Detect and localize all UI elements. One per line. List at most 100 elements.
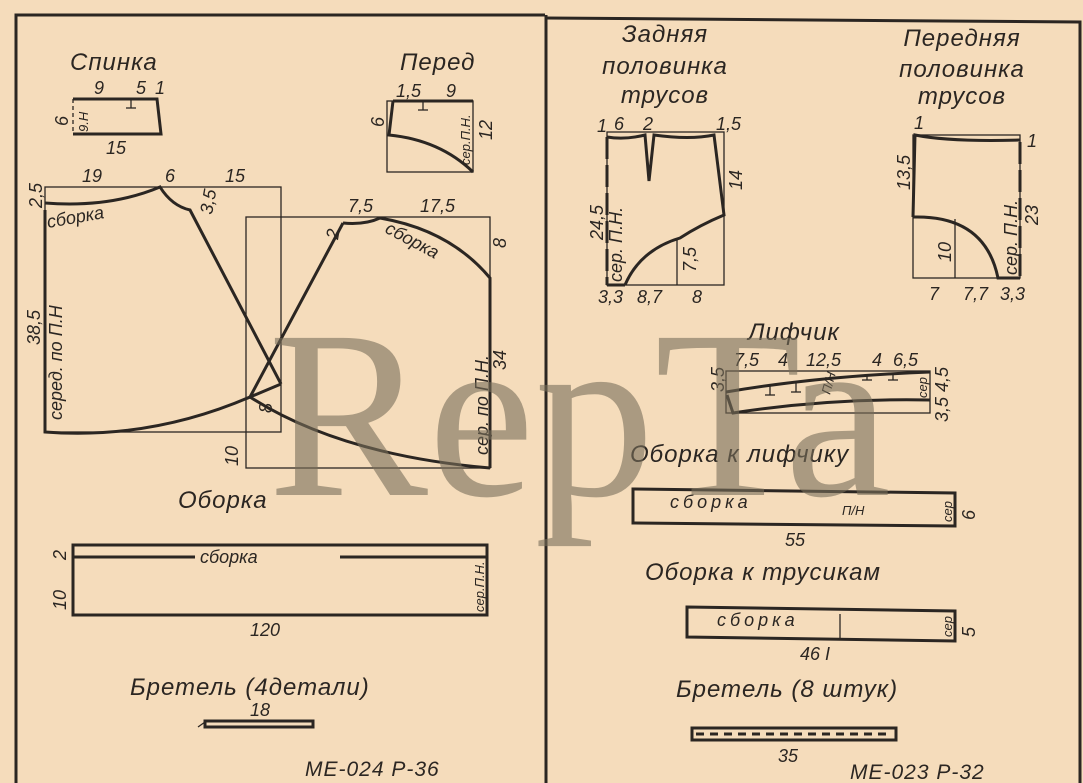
spinka-dim-5: 5 (136, 78, 147, 98)
bra-marks (765, 373, 898, 396)
pered-side-label: сер.П.Н. (458, 114, 473, 165)
front-trunks-title-1: Передняя (903, 25, 1020, 52)
back-dim-19: 19 (82, 166, 102, 186)
front-trunks-piece: Передняя половинка трусов 1 1 13,5 23 се… (894, 25, 1042, 304)
pered-piece: Перед 1,5 9 6 сер.П.Н. 12 (368, 49, 496, 174)
front-trunks-dim-3-3: 3,3 (1000, 284, 1025, 304)
bretel-right-length: 35 (778, 746, 799, 766)
trunks-ruffle-title: Оборка к трусикам (645, 559, 881, 586)
pered-dim-6: 6 (368, 116, 388, 127)
back-trunks-dim-7-5: 7,5 (680, 246, 700, 272)
bretel-right-title: Бретель (8 штук) (676, 676, 898, 703)
pered-dim-1-5: 1,5 (396, 81, 422, 101)
pered-dim-12: 12 (476, 120, 496, 140)
bra-dim-1: 4 (778, 350, 788, 370)
bra-ruffle-title: Оборка к лифчику (630, 441, 850, 468)
oborka-title: Оборка (178, 487, 268, 514)
bra-title: Лифчик (746, 319, 841, 346)
back-trunks-dim-8-7: 8,7 (637, 287, 663, 307)
bretel-right-piece: Бретель (8 штук) 35 (676, 676, 898, 766)
back-dim-38-5: 38,5 (24, 309, 44, 345)
spinka-side-label: 9.Н (76, 111, 91, 132)
bra-ruffle-piece: Оборка к лифчику сборка П/Н сер 6 55 (630, 441, 979, 550)
front-side-label: сер. по П.Н. (472, 355, 492, 455)
back-trunks-title-2: половинка (602, 53, 728, 80)
bretel-left-title: Бретель (4детали) (130, 674, 370, 701)
bra-piece: Лифчик П/Н сер 3,5 7,5 4 12,5 4 6,5 4,5 … (708, 319, 952, 422)
pered-title: Перед (400, 49, 475, 76)
bretel-left-length: 18 (250, 700, 270, 720)
back-dim-2-5: 2,5 (26, 182, 46, 209)
bra-dim-4-5: 4,5 (932, 366, 952, 392)
oborka-dim-10: 10 (50, 590, 70, 610)
front-trunks-dim-23: 23 (1022, 205, 1042, 226)
right-sheet-code: МЕ-023 Р-32 (850, 761, 985, 783)
front-trunks-dim-10: 10 (935, 242, 955, 262)
trunks-ruffle-length: 46 I (800, 644, 830, 664)
bra-side-label: сер (915, 377, 930, 398)
bra-dim-3-5-right: 3,5 (932, 396, 952, 422)
oborka-length: 120 (250, 620, 280, 640)
bra-ruffle-width: 6 (959, 509, 979, 520)
front-trunks-dim-1-right: 1 (1027, 131, 1037, 151)
watermark: RepTa (268, 281, 891, 547)
back-trunks-side-label: сер. П.Н. (606, 207, 626, 282)
back-trunks-dim-1: 1 (597, 116, 607, 136)
front-trunks-dim-13-5: 13,5 (894, 154, 914, 190)
bra-dim-3-5-left: 3,5 (708, 366, 728, 392)
bra-ruffle-side-label: сер (940, 501, 955, 522)
back-trunks-dim-14: 14 (726, 170, 746, 190)
trunks-ruffle-width: 5 (959, 626, 979, 637)
back-trunks-dim-3-3: 3,3 (598, 287, 623, 307)
bra-mark-label: П/Н (818, 370, 838, 396)
front-trunks-side-label: сер. П.Н. (1001, 200, 1021, 275)
oborka-dim-2: 2 (50, 550, 70, 561)
front-dim-7-5: 7,5 (348, 196, 374, 216)
spinka-dim-9: 9 (94, 78, 104, 98)
back-dim-3-5: 3,5 (196, 187, 220, 216)
back-trunks-title-3: трусов (621, 82, 709, 109)
bra-ruffle-length: 55 (785, 530, 806, 550)
front-dim-10: 10 (222, 446, 242, 466)
back-trunks-title-1: Задняя (622, 21, 708, 48)
bra-dim-4: 6,5 (893, 350, 919, 370)
trunks-ruffle-piece: Оборка к трусикам сборка сер 5 46 I (645, 559, 979, 664)
left-sheet-code: МЕ-024 Р-36 (305, 758, 440, 781)
bretel-left-piece: Бретель (4детали) 18 (130, 674, 370, 729)
bra-ruffle-gather-label: сборка (670, 492, 752, 512)
bra-ruffle-mark: П/Н (842, 503, 865, 518)
front-trunks-dim-7-7: 7,7 (963, 284, 989, 304)
front-dim-8: 8 (490, 238, 510, 248)
back-side-label: серед. по П.Н (46, 304, 66, 420)
spinka-title: Спинка (70, 49, 158, 76)
pered-dim-9: 9 (446, 81, 456, 101)
oborka-side-label: сер.П.Н. (472, 561, 487, 612)
back-dim-6: 6 (165, 166, 176, 186)
bra-dim-3: 4 (872, 350, 882, 370)
back-dim-15: 15 (225, 166, 246, 186)
front-dim-8-inner: 8 (256, 403, 276, 413)
spinka-dim-1: 1 (155, 78, 165, 98)
back-trunks-dim-24-5: 24,5 (587, 204, 607, 241)
front-trunks-dim-1-top: 1 (914, 113, 924, 133)
back-trunks-dim-2: 2 (642, 114, 653, 134)
back-trunks-piece: Задняя половинка трусов 1 6 2 1,5 14 24,… (587, 21, 746, 307)
trunks-ruffle-side-label: сер (940, 616, 955, 637)
bra-dim-0: 7,5 (734, 350, 760, 370)
front-dim-17-5: 17,5 (420, 196, 456, 216)
front-trunks-dim-7: 7 (929, 284, 940, 304)
back-trunks-dim-8: 8 (692, 287, 702, 307)
front-trunks-title-2: половинка (899, 56, 1025, 83)
trunks-ruffle-gather-label: сборка (717, 610, 799, 630)
oborka-gather-label: сборка (200, 547, 258, 567)
spinka-dim-15: 15 (106, 138, 127, 158)
back-trunks-dim-1-5: 1,5 (716, 114, 742, 134)
front-dim-2: 2 (322, 227, 344, 241)
spinka-dim-6: 6 (52, 115, 72, 126)
bra-dim-2: 12,5 (806, 350, 842, 370)
oborka-piece: Оборка сборка 10 2 сер.П.Н. 120 (50, 487, 489, 640)
back-trunks-dim-6: 6 (614, 114, 625, 134)
front-dim-34: 34 (490, 350, 510, 370)
